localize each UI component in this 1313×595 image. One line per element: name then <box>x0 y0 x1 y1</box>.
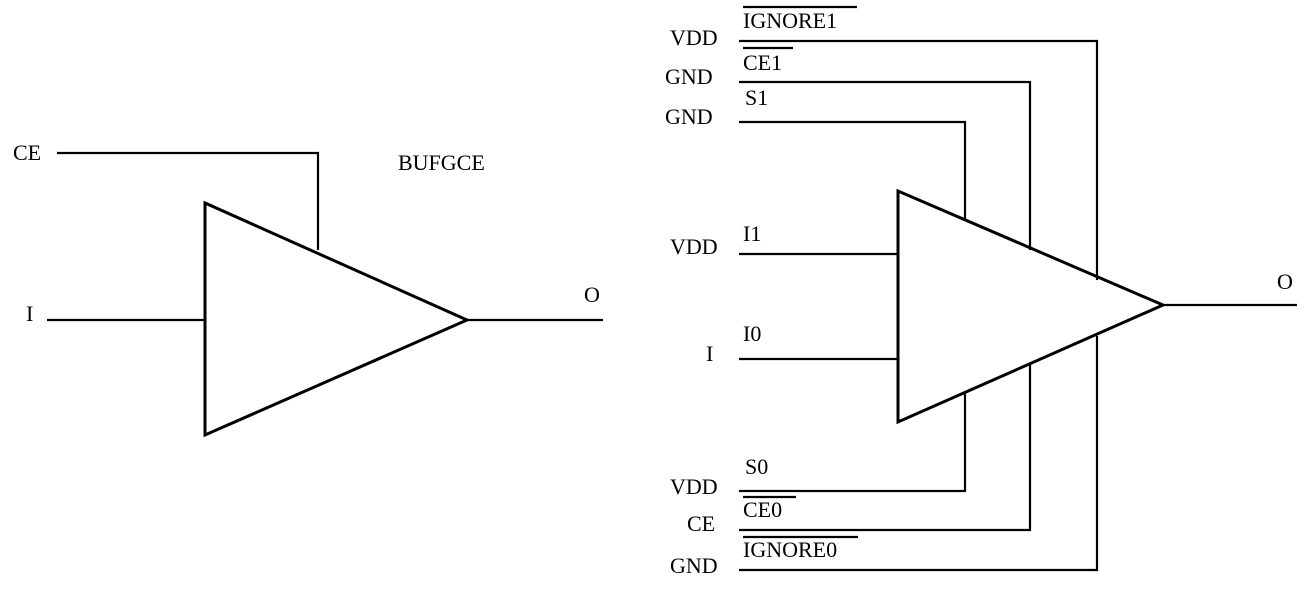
ce1-wire <box>739 80 1032 250</box>
bufgce-symbol: CE I O BUFGCE <box>13 140 603 438</box>
i0-pin-label: I0 <box>743 321 761 346</box>
ce0-signal-label: CE <box>687 511 715 536</box>
s0-wire <box>739 393 967 493</box>
ignore0-pin-label: IGNORE0 <box>743 537 837 562</box>
i0-signal-label: I <box>706 341 713 366</box>
ce0-wire <box>739 364 1032 532</box>
bufgce-buffer-triangle <box>203 200 471 438</box>
s1-wire <box>739 120 967 220</box>
bufgctrl-o-label: O <box>1277 269 1293 294</box>
ignore0-signal-label: GND <box>670 553 718 578</box>
bufgce-i-label: I <box>26 301 33 326</box>
s0-signal-label: VDD <box>670 474 718 499</box>
ce1-signal-label: GND <box>665 64 713 89</box>
ignore1-wire <box>739 39 1099 280</box>
bufgce-title: BUFGCE <box>398 150 485 175</box>
ce1-pin-label: CE1 <box>743 50 782 75</box>
ce0-pin-label: CE0 <box>743 497 782 522</box>
s0-pin-label: S0 <box>745 454 768 479</box>
bufgce-ce-label: CE <box>13 140 41 165</box>
bufgce-ce-wire <box>57 151 320 250</box>
i1-signal-label: VDD <box>670 234 718 259</box>
ignore1-pin-label: IGNORE1 <box>743 8 837 33</box>
s1-signal-label: GND <box>665 104 713 129</box>
bufgce-o-label: O <box>584 282 600 307</box>
ignore0-wire <box>739 336 1099 572</box>
ignore1-signal-label: VDD <box>670 25 718 50</box>
bufgctrl-symbol: O VDD IGNORE1 GND CE1 GND S1 VDD I1 I I0… <box>665 5 1297 578</box>
i1-pin-label: I1 <box>743 221 761 246</box>
s1-pin-label: S1 <box>745 85 768 110</box>
